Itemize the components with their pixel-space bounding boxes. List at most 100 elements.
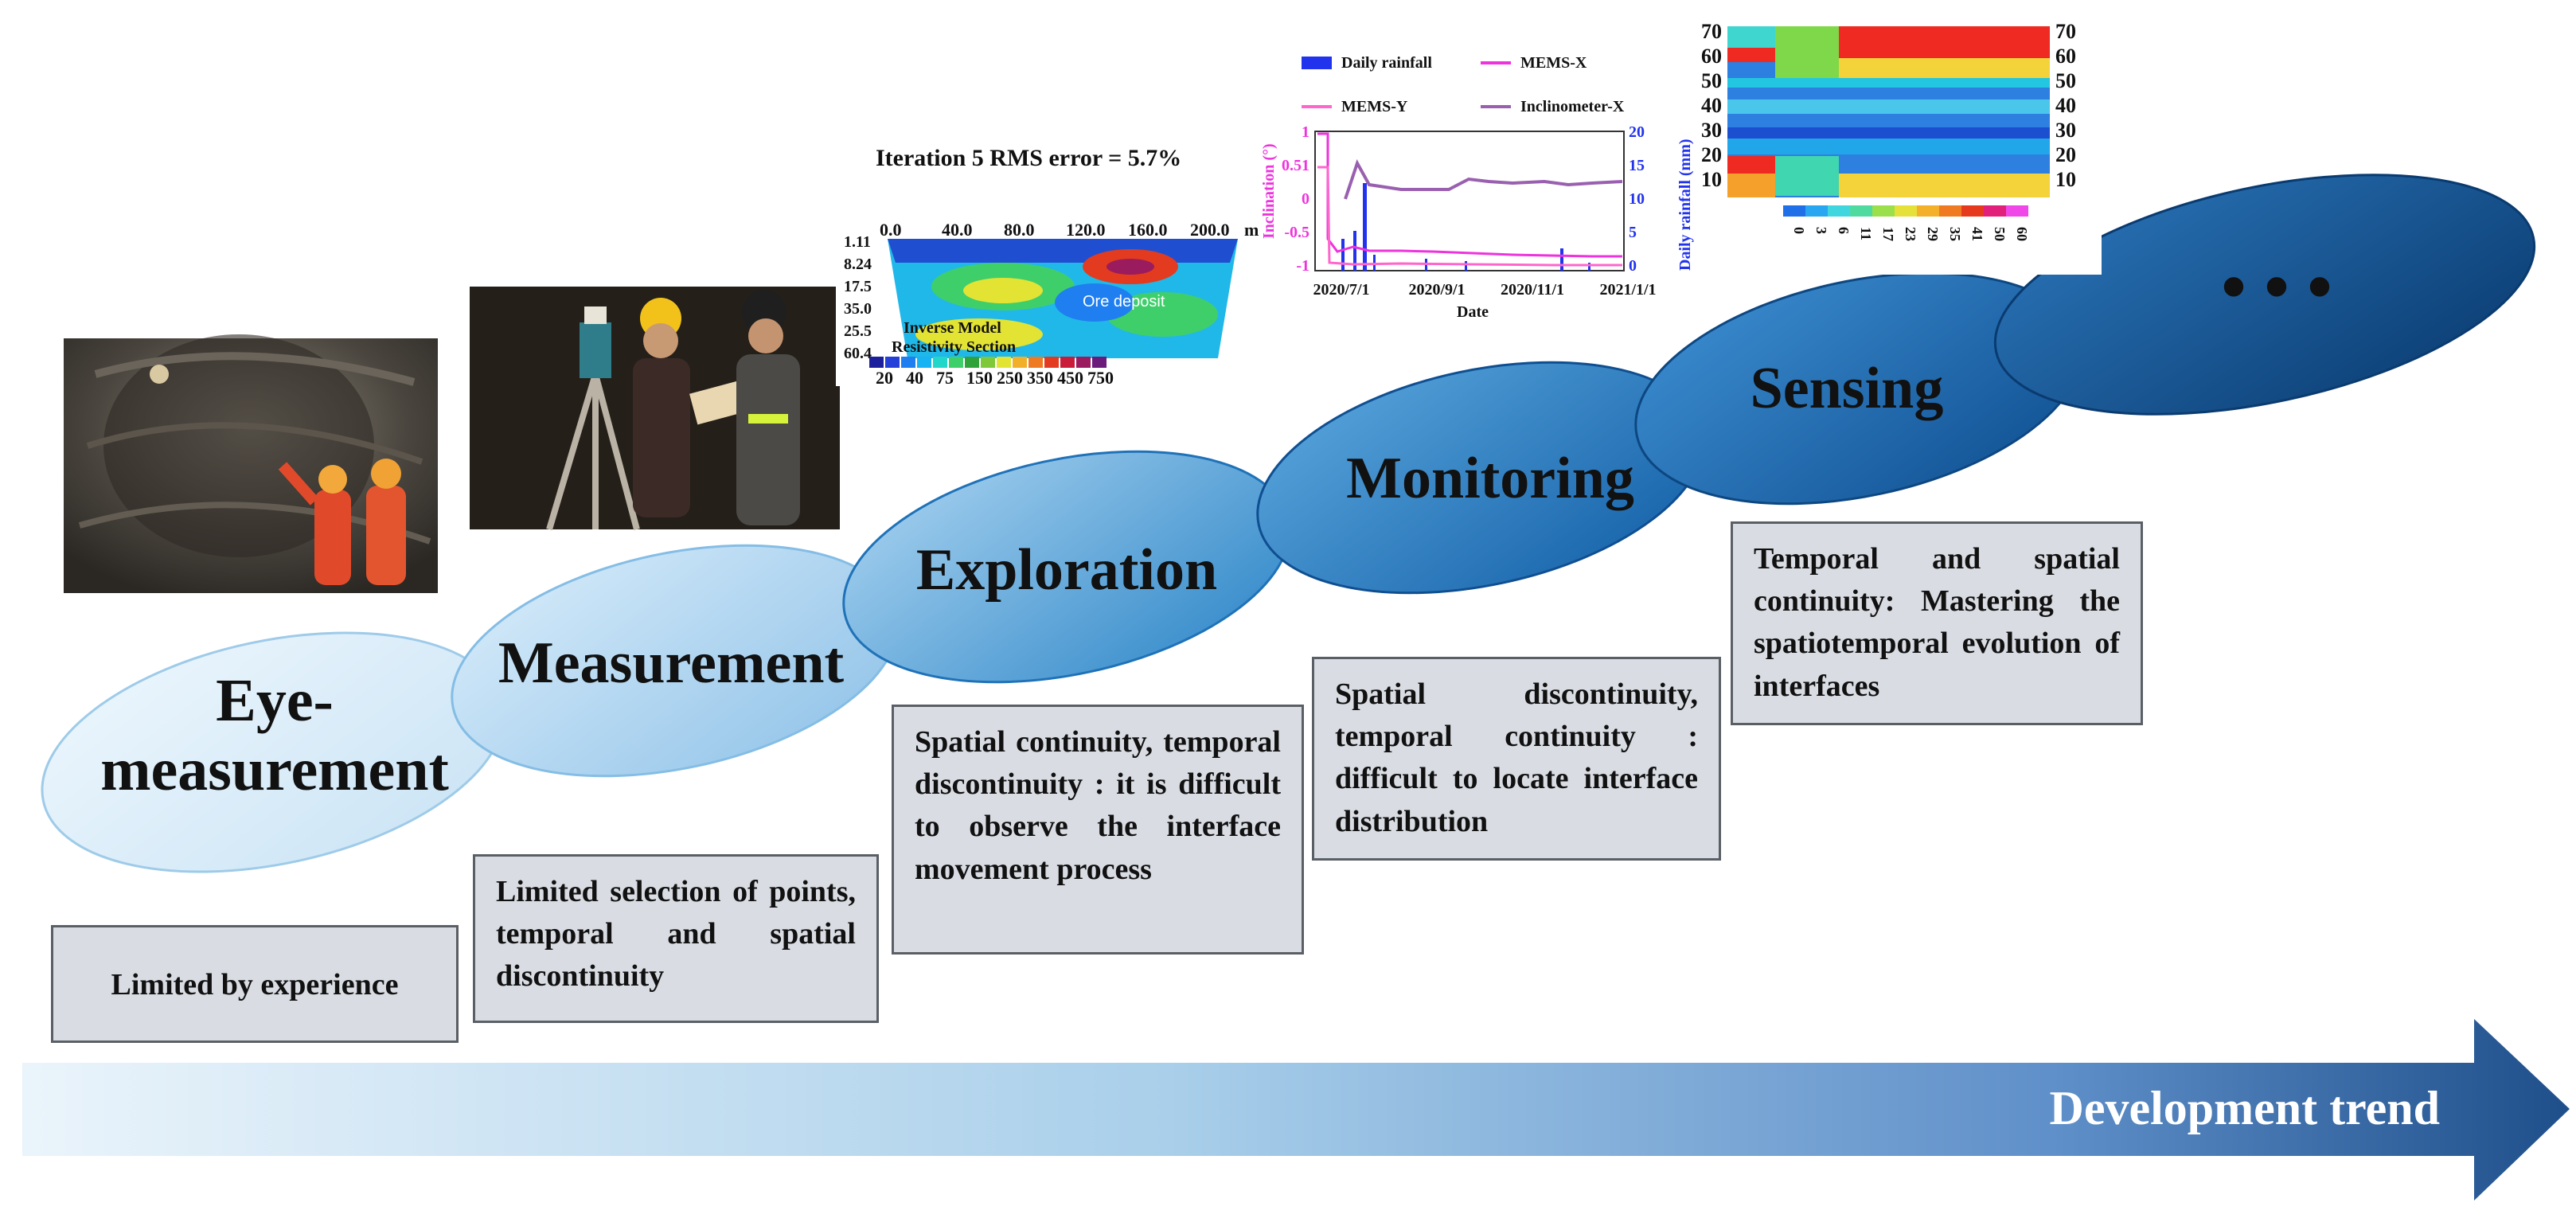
left-axis-label: Inclination (°): [1260, 143, 1278, 239]
color-swatch: [965, 357, 979, 368]
colorbar-tick: 41: [1969, 227, 1985, 241]
heatmap-right-tick: 30: [2055, 119, 2076, 142]
heatmap-right-tick: 20: [2055, 143, 2076, 166]
resistivity-x-tick: 120.0: [1066, 220, 1106, 240]
legend-entry: MEMS-X: [1520, 54, 1587, 72]
color-swatch: [1060, 357, 1075, 368]
heatmap-right-tick: 10: [2055, 168, 2076, 191]
resistivity-scale-tick: 750: [1087, 368, 1114, 388]
colorbar-tick: 11: [1858, 227, 1874, 240]
resistivity-scale-tick: 75: [936, 368, 954, 388]
description-exploration: Spatial continuity, temporal discontinui…: [892, 705, 1304, 955]
color-swatch: [1092, 357, 1107, 368]
resistivity-x-tick: 160.0: [1128, 220, 1168, 240]
resistivity-y-tick: 60.4: [844, 345, 872, 362]
colorbar-swatch: [1939, 205, 1961, 217]
colorbar-swatch: [1961, 205, 1984, 217]
color-swatch: [949, 357, 963, 368]
heatmap-left-tick: 10: [1701, 168, 1722, 191]
heatmap-left-tick: 20: [1701, 143, 1722, 166]
color-swatch: [917, 357, 931, 368]
legend-swatch: [1302, 57, 1332, 69]
resistivity-x-tick: 200.0: [1190, 220, 1230, 240]
colorbar-tick: 60: [2014, 227, 2030, 241]
colorbar-swatch: [1783, 205, 1805, 217]
resistivity-title: Iteration 5 RMS error = 5.7%: [876, 145, 1181, 171]
heatmap-right-tick: 50: [2055, 69, 2076, 92]
surveying-photo: [470, 287, 840, 531]
stage-label-eye-measurement-line2: measurement: [100, 736, 449, 803]
resistivity-x-tick: 40.0: [942, 220, 973, 240]
colorbar-swatch: [1917, 205, 1939, 217]
color-swatch: [997, 357, 1011, 368]
color-swatch: [981, 357, 995, 368]
colorbar-tick: 0: [1791, 227, 1807, 234]
model-label-2: Resistivity Section: [892, 338, 1016, 356]
left-axis-tick: 0.51: [1282, 157, 1309, 174]
colorbar-swatch: [1984, 205, 2006, 217]
stage-label-measurement: Measurement: [498, 631, 845, 696]
colorbar-tick: 17: [1880, 227, 1896, 241]
resistivity-y-tick: 25.5: [844, 322, 872, 340]
color-swatch: [1044, 357, 1059, 368]
heatmap-left-tick: 30: [1701, 119, 1722, 142]
colorbar-tick: 3: [1813, 227, 1829, 234]
resistivity-y-tick: 1.11: [844, 233, 871, 251]
heatmap-left-tick: 60: [1701, 45, 1722, 68]
tunnel-photo: [64, 334, 438, 593]
development-trend-label: Development trend: [2050, 1082, 2441, 1134]
description-sensing: Temporal and spatial continuity: Masteri…: [1731, 521, 2143, 725]
colorbar-tick: 23: [1903, 227, 1918, 241]
legend-swatch: [1481, 105, 1511, 108]
inclinometer-x-line: [1344, 159, 1623, 200]
resistivity-y-tick: 8.24: [844, 256, 872, 273]
development-trend-arrow: [22, 1019, 2570, 1201]
heatmap-left-tick: 40: [1701, 94, 1722, 117]
resistivity-x-unit: m: [1244, 220, 1259, 240]
date-axis-tick: 2020/9/1: [1408, 281, 1465, 299]
color-swatch: [901, 357, 915, 368]
resistivity-scale-tick: 350: [1027, 368, 1053, 388]
color-swatch: [885, 357, 900, 368]
stage-label-sensing: Sensing: [1751, 356, 1944, 421]
resistivity-x-tick: 0.0: [880, 220, 902, 240]
date-axis-label: Date: [1457, 303, 1489, 321]
left-axis-tick: -0.5: [1284, 224, 1309, 241]
heatmap-right-tick: 40: [2055, 94, 2076, 117]
color-swatch: [1028, 357, 1043, 368]
color-swatch: [869, 357, 884, 368]
resistivity-y-tick: 17.5: [844, 278, 872, 295]
heatmap-left-tick: 50: [1701, 69, 1722, 92]
description-monitoring: Spatial discontinuity, temporal continui…: [1312, 657, 1721, 861]
description-eye-measurement: Limited by experience: [51, 925, 459, 1043]
left-axis-tick: 0: [1302, 190, 1309, 208]
legend-swatch: [1302, 105, 1332, 108]
right-axis-tick: 15: [1629, 157, 1645, 174]
colorbar-tick: 29: [1925, 227, 1941, 241]
legend-entry: Inclinometer-X: [1520, 98, 1625, 115]
date-axis-tick: 2020/11/1: [1501, 281, 1564, 299]
stage-ellipse-more: [1993, 174, 2536, 416]
stage-label-eye-measurement-line1: Eye-: [216, 667, 334, 734]
heatmap-right-tick: 70: [2055, 20, 2076, 43]
resistivity-scale-tick: 250: [997, 368, 1023, 388]
colorbar-tick: 35: [1947, 227, 1963, 241]
legend-entry: Daily rainfall: [1341, 54, 1432, 72]
ore-deposit-annotation: Ore deposit: [1083, 293, 1165, 310]
legend-swatch: [1481, 61, 1511, 64]
description-measurement: Limited selection of points, temporal an…: [473, 854, 879, 1023]
heatmap-grid: [1727, 26, 2050, 197]
color-swatch: [933, 357, 947, 368]
resistivity-scale-tick: 150: [966, 368, 993, 388]
rainfall-axis-label: Daily rainfall (mm): [1676, 139, 1694, 271]
